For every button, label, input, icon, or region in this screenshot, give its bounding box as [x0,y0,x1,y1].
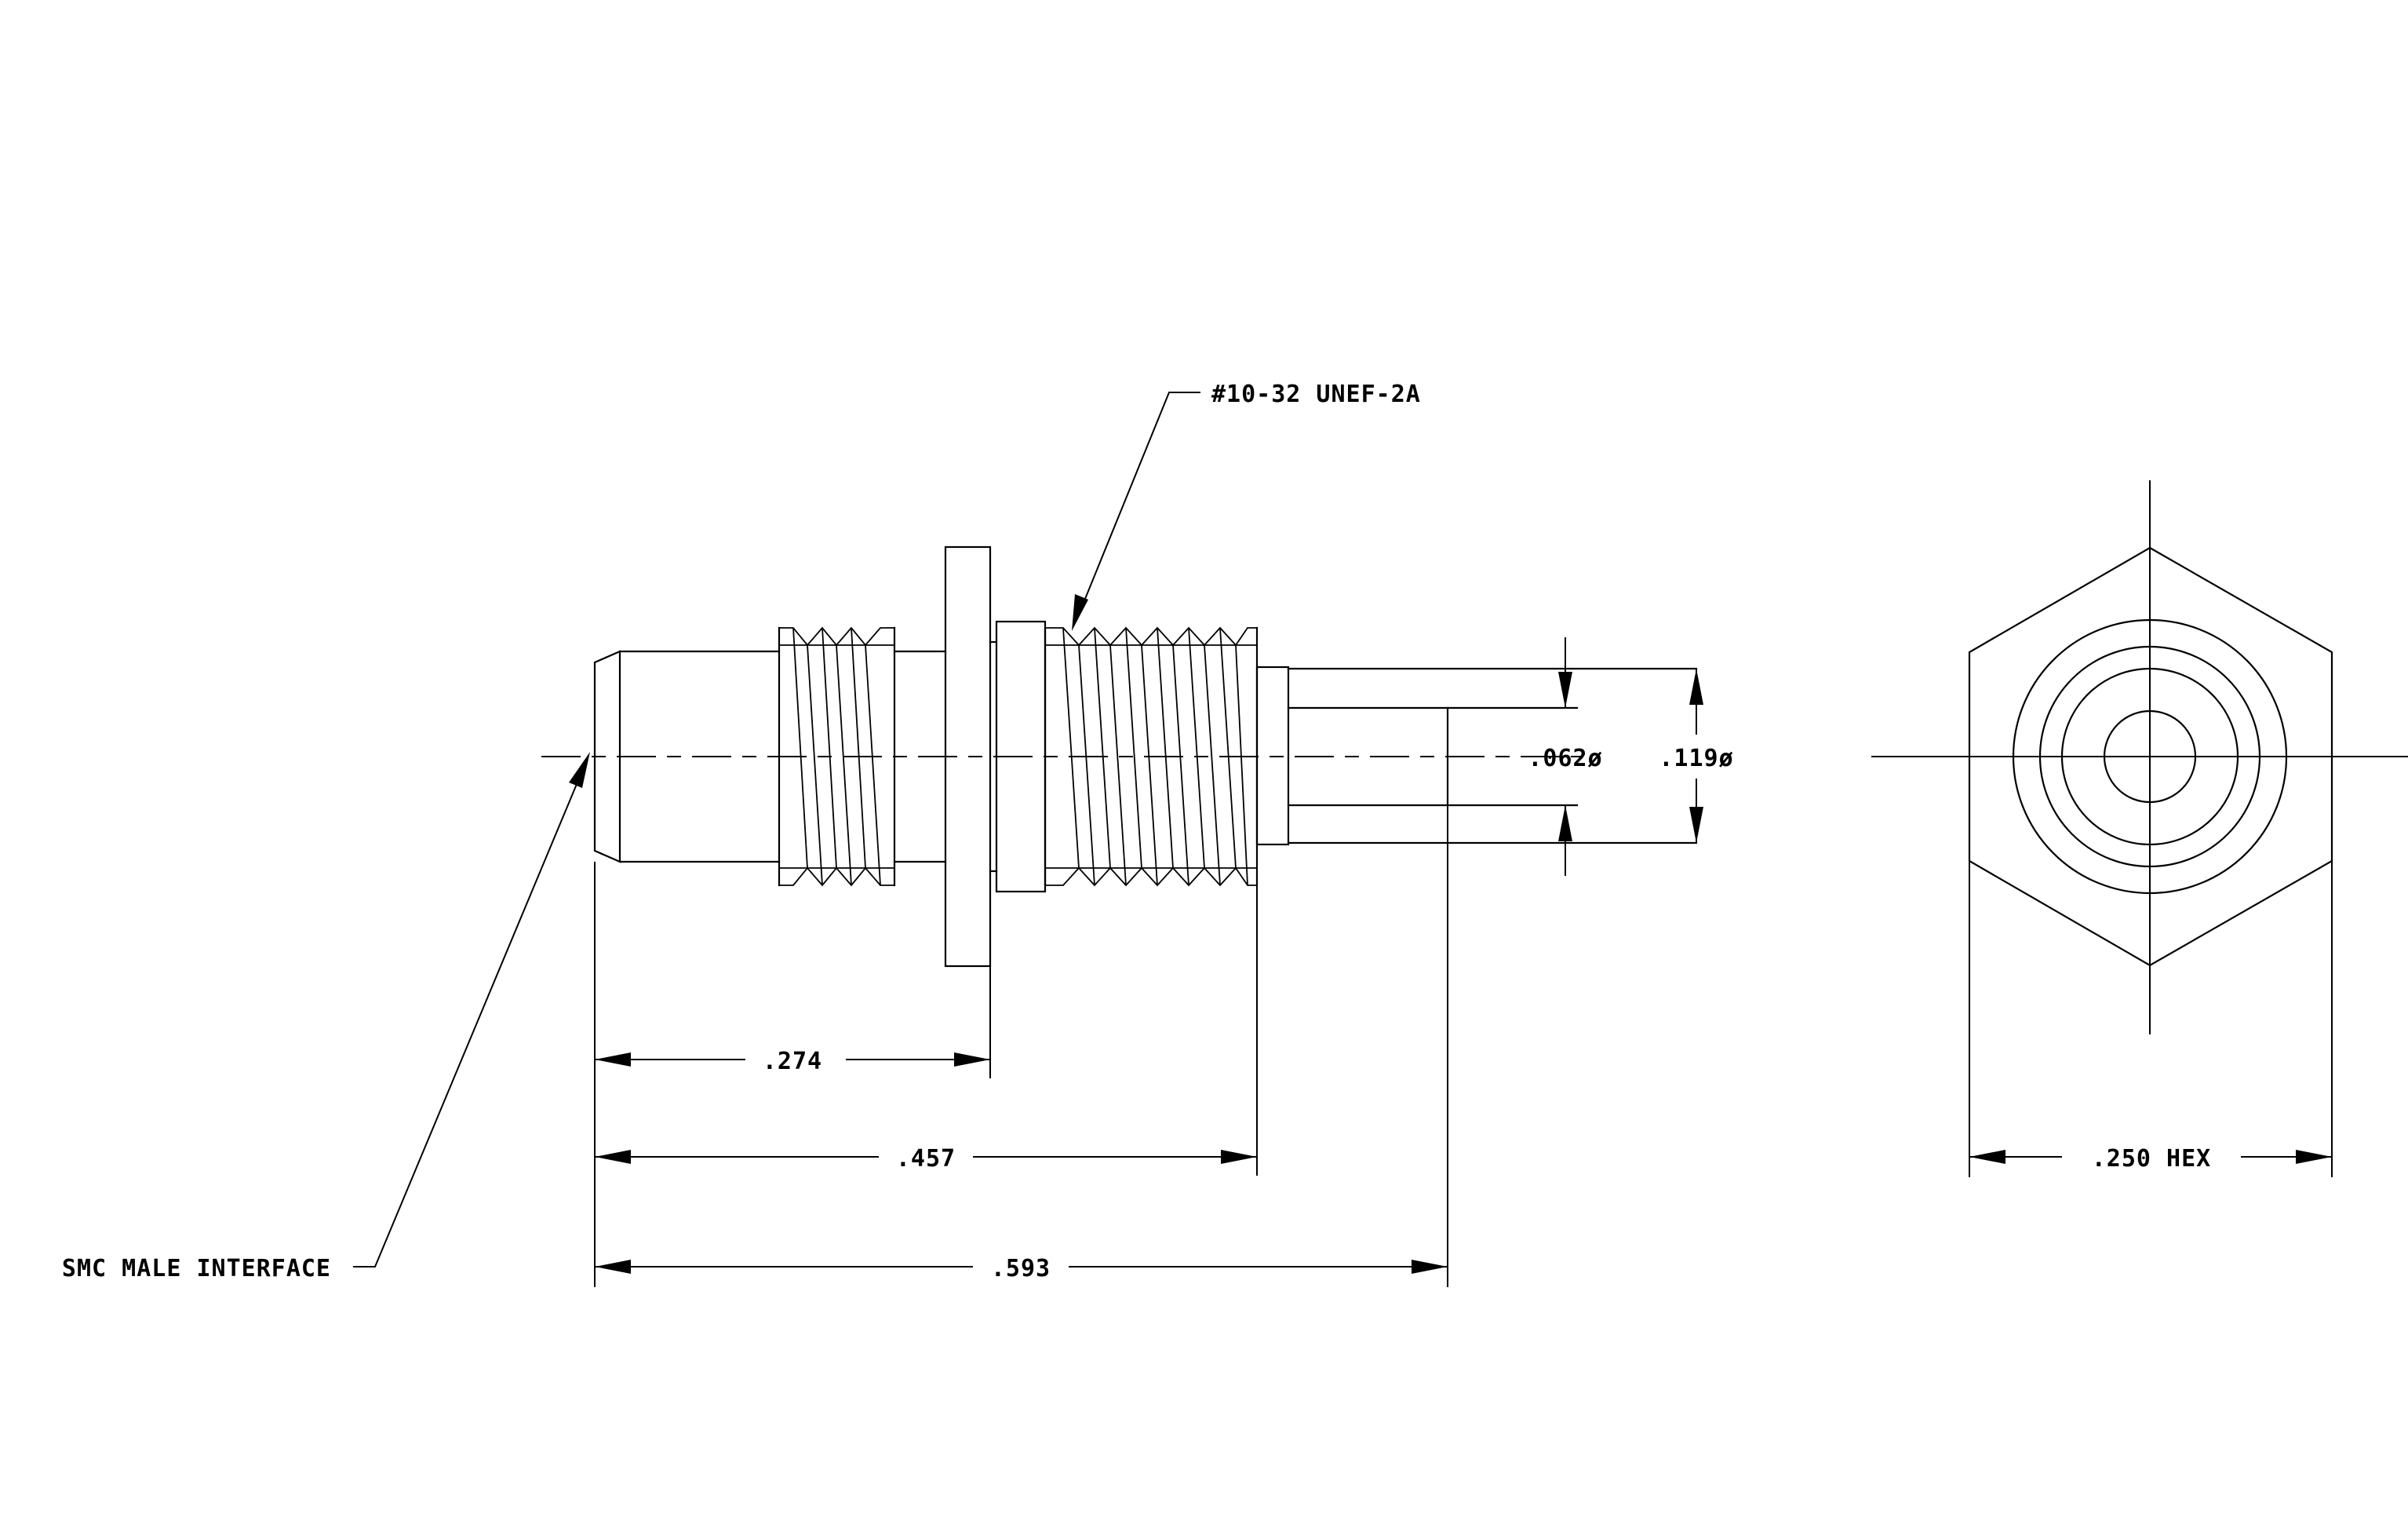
dim-flange-length: .274 [595,1048,990,1075]
dim-overall-length-text: .593 [991,1255,1051,1282]
interface-callout: SMC MALE INTERFACE [62,752,590,1282]
rear-collar [1255,666,1290,846]
main-thread [1044,626,1259,887]
interface-nose [593,650,621,863]
dim-flange-length-text: .274 [763,1048,822,1075]
pin-circle [2103,709,2197,804]
dim-pin-diameter: .062ø [1528,637,1602,876]
hex-outline [1968,546,2333,967]
dim-hex-width: .250 HEX [1969,1145,2332,1173]
thread-callout: #10-32 UNEF-2A [1072,381,1421,631]
interface-callout-text: SMC MALE INTERFACE [62,1255,331,1282]
thread-callout-text: #10-32 UNEF-2A [1211,381,1421,408]
dim-thread-end-length-text: .457 [896,1145,956,1173]
mounting-flange [944,545,992,968]
dim-thread-end-length: .457 [595,1145,1257,1173]
thread-face-circle [2038,645,2261,868]
dim-shank-diameter: .119ø [1659,669,1733,843]
dim-shank-diameter-text: .119ø [1659,745,1733,772]
dim-overall-length: .593 [595,1255,1448,1282]
left-thread [778,626,896,887]
dim-pin-diameter-text: .062ø [1528,745,1602,772]
end-view: .250 HEX [1871,480,2408,1177]
dim-hex-width-text: .250 HEX [2092,1145,2212,1173]
outer-face-circle [2012,618,2288,895]
dielectric-circle [2060,667,2239,846]
side-view: .274 .457 .593 .062ø [62,381,1733,1287]
